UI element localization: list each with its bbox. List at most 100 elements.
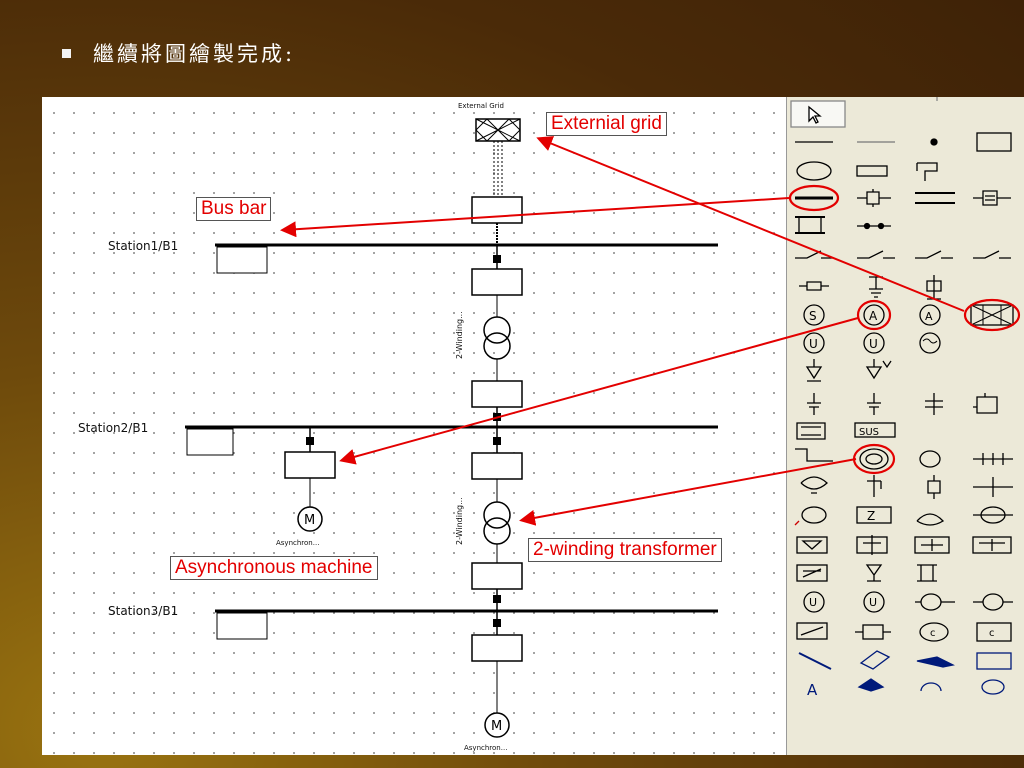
tool-capacitor-2-icon[interactable]	[867, 393, 881, 415]
tool-reg-3-icon[interactable]	[914, 536, 950, 554]
tool-reg-1-icon[interactable]	[796, 536, 828, 554]
busbar1-box	[216, 246, 268, 274]
tool-series-cap-icon[interactable]	[796, 422, 826, 440]
tool-bridge-icon[interactable]	[917, 564, 937, 582]
transformer-2-symbol[interactable]	[483, 501, 511, 545]
tool-reg-4-icon[interactable]	[972, 536, 1012, 554]
cubicle-1a[interactable]	[471, 268, 523, 296]
tool-impedance-icon[interactable]	[856, 506, 892, 524]
tool-meas-icon[interactable]	[862, 624, 884, 640]
machine-2-label: Asynchron...	[464, 744, 507, 752]
tool-voltmeter-2-icon[interactable]	[863, 332, 885, 354]
callout-transformer: 2-winding transformer	[528, 538, 722, 562]
tool-switch-3-icon[interactable]	[915, 250, 953, 259]
tool-cross-icon[interactable]	[973, 477, 1013, 497]
tool-v-source-icon[interactable]	[803, 591, 825, 613]
station1-label: Station1/B1	[108, 239, 178, 253]
tool-filter-icon[interactable]	[973, 393, 998, 414]
tool-c-box-icon[interactable]	[976, 622, 1012, 642]
tool-switch-2-icon[interactable]	[857, 250, 895, 259]
single-line-diagram: External Grid Station1/B1 2-Winding... S…	[78, 102, 718, 752]
busbar2-box	[186, 428, 234, 456]
tool-i-source-2-icon[interactable]	[973, 593, 1013, 611]
svg-text:c: c	[930, 628, 936, 639]
diagram-canvas[interactable]: External Grid Station1/B1 2-Winding... S…	[42, 97, 786, 755]
drawing-toolbox: S A A U U SUS	[786, 97, 1024, 755]
tool-ground-icon[interactable]	[869, 276, 883, 298]
cubicle-2a[interactable]	[471, 452, 523, 480]
tool-ellipse-icon[interactable]	[796, 161, 832, 181]
asynchronous-machine-symbol[interactable]: M	[297, 506, 323, 532]
machine-cubicle[interactable]	[284, 451, 336, 479]
tool-node-dot-icon[interactable]	[930, 138, 938, 146]
svg-text:U: U	[809, 337, 818, 351]
tool-box-icon[interactable]	[927, 475, 941, 499]
tool-load-icon[interactable]	[805, 359, 823, 382]
tool-sus-label: SUS	[859, 427, 879, 438]
tool-i-source-icon[interactable]	[915, 593, 955, 611]
machine-1-label: Asynchron...	[276, 539, 319, 547]
tool-draw-rect-icon[interactable]	[976, 652, 1012, 670]
cubicle-1b[interactable]	[471, 380, 523, 408]
highlight-external-grid-tool	[963, 298, 1021, 332]
tool-async-machine-icon[interactable]	[859, 448, 889, 470]
tool-surge-icon[interactable]	[926, 275, 942, 300]
tool-rectangle-icon[interactable]	[976, 132, 1012, 152]
tool-diode-icon[interactable]	[865, 564, 883, 582]
transformer-1-label: 2-Winding...	[455, 311, 464, 359]
callout-bus-bar: Bus bar	[196, 197, 272, 221]
tool-arc-fill-icon[interactable]	[857, 678, 885, 692]
svg-text:c: c	[989, 628, 995, 639]
tool-var-load-icon[interactable]	[865, 359, 892, 380]
svg-text:U: U	[869, 596, 877, 609]
svg-text:A: A	[925, 310, 933, 323]
slide-title: 繼續將圖繪製完成:	[93, 42, 296, 66]
svg-text:A: A	[869, 309, 878, 323]
tool-sync-machine-icon[interactable]	[919, 450, 941, 468]
tool-switch-1-icon[interactable]	[795, 250, 833, 259]
tool-3w-icon[interactable]	[916, 513, 945, 526]
asynchronous-machine-2-symbol[interactable]: M	[484, 712, 510, 738]
tool-draw-filled-polygon-icon[interactable]	[916, 656, 955, 668]
tool-capacitor-1-icon[interactable]	[807, 393, 821, 415]
tool-double-breaker-icon[interactable]	[973, 190, 1011, 206]
callout-asynchronous-machine: Asynchronous machine	[170, 556, 378, 580]
tool-shunt-icon[interactable]	[925, 393, 943, 415]
tool-gen-icon[interactable]	[801, 506, 827, 524]
grid-cubicle[interactable]	[471, 196, 523, 224]
tool-station-icon[interactable]	[798, 216, 822, 234]
tool-external-grid-icon[interactable]	[970, 304, 1014, 326]
tool-fuse-icon[interactable]	[799, 281, 829, 291]
tool-dc-conv-icon[interactable]	[796, 622, 828, 640]
tool-tap-icon[interactable]	[867, 475, 882, 497]
motor-1-letter: M	[304, 513, 315, 528]
tool-v-source-2-icon[interactable]	[863, 591, 885, 613]
tool-ac-source-icon[interactable]	[919, 332, 941, 354]
tool-draw-ellipse-icon[interactable]	[981, 679, 1005, 695]
tool-step-icon[interactable]	[916, 162, 938, 181]
tool-rotating-icon[interactable]	[800, 476, 828, 494]
station2-label: Station2/B1	[78, 421, 148, 435]
cubicle-3a[interactable]	[471, 634, 523, 662]
station3-label: Station3/B1	[108, 604, 178, 618]
tool-connector-icon[interactable]	[795, 448, 833, 462]
tool-arc-icon[interactable]	[920, 682, 942, 692]
external-grid-symbol[interactable]	[475, 118, 521, 142]
external-grid-label: External Grid	[458, 102, 504, 110]
transformer-2-label: 2-Winding...	[455, 497, 464, 545]
tool-switch-4-icon[interactable]	[973, 250, 1011, 259]
callout-external-grid: Externial grid	[546, 112, 667, 136]
svg-text:U: U	[809, 596, 817, 609]
svg-text:U: U	[869, 337, 878, 351]
tool-line-section-icon[interactable]	[973, 453, 1013, 465]
busbar3-box	[216, 612, 268, 640]
tool-c-source-icon[interactable]	[919, 622, 949, 642]
cubicle-2b[interactable]	[471, 562, 523, 590]
transformer-1-symbol[interactable]	[483, 316, 511, 360]
tool-breaker-icon[interactable]	[857, 189, 891, 207]
tool-draw-line-icon[interactable]	[798, 652, 832, 670]
tool-text-icon[interactable]: A	[807, 681, 818, 699]
tool-draw-polygon-icon[interactable]	[859, 650, 891, 670]
tool-pwm-icon[interactable]	[796, 564, 828, 582]
tool-terminal-icon[interactable]	[856, 165, 888, 177]
